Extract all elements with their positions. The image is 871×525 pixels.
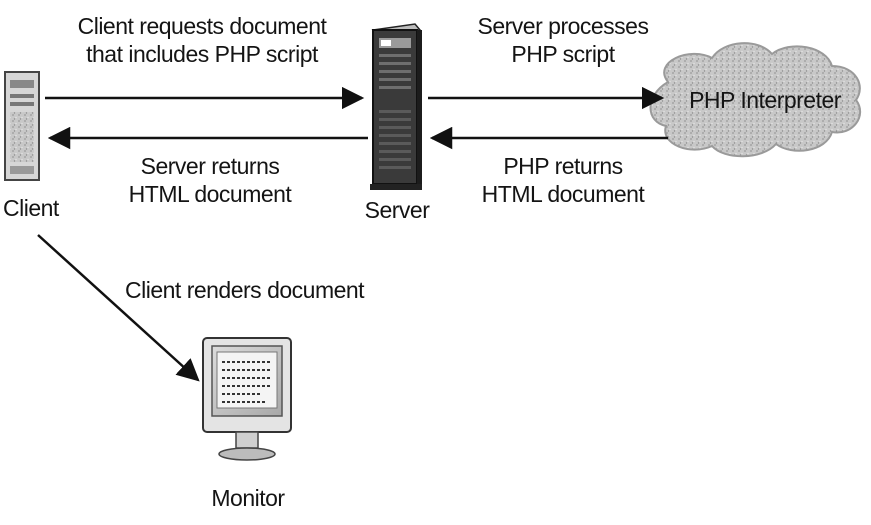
label-client-requests: Client requests document that includes P… [62, 12, 342, 68]
node-label-monitor: Monitor [211, 485, 285, 511]
label-php-returns: PHP returns HTML document [458, 152, 668, 208]
label-server-returns-line1: Server returns [140, 153, 280, 179]
node-label-server: Server [364, 197, 430, 223]
label-client-renders: Client renders document [125, 277, 365, 303]
label-client-requests-line1: Client requests document [77, 13, 327, 39]
label-server-processes-line1: Server processes [477, 13, 649, 39]
label-php-returns-line2: HTML document [481, 181, 645, 207]
label-client-requests-line2: that includes PHP script [86, 41, 318, 67]
arrow-client-to-monitor [37, 234, 200, 382]
label-server-returns: Server returns HTML document [100, 152, 320, 208]
node-label-client: Client [3, 195, 59, 221]
label-server-processes: Server processes PHP script [458, 12, 668, 68]
label-server-processes-line2: PHP script [511, 41, 615, 67]
node-label-interpreter: PHP Interpreter [689, 87, 841, 113]
php-interpreter-cloud-icon [649, 42, 862, 158]
client-computer-icon [4, 71, 40, 181]
label-server-returns-line2: HTML document [128, 181, 292, 207]
label-php-returns-line1: PHP returns [503, 153, 623, 179]
monitor-icon [202, 337, 292, 461]
server-tower-icon [370, 23, 422, 190]
